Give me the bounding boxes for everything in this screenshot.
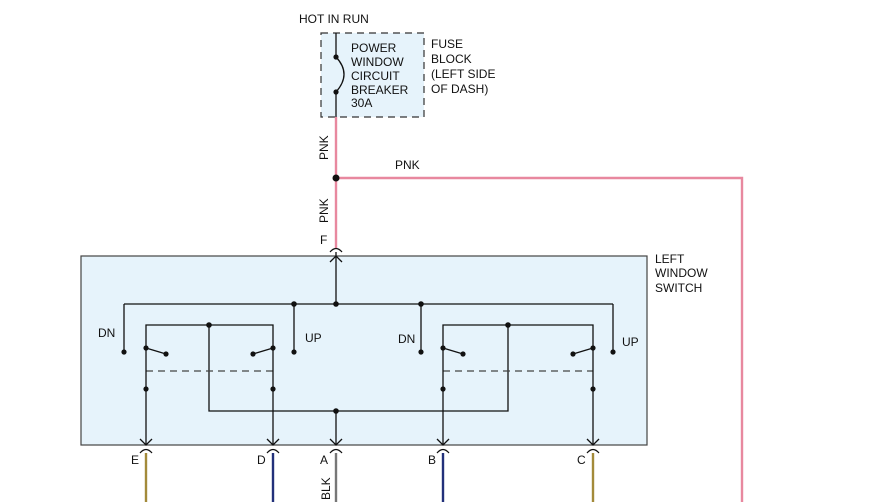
pin-f-label: F — [320, 233, 327, 247]
left-up-label: UP — [305, 331, 322, 345]
pnk-upper-label: PNK — [317, 135, 331, 160]
breaker-line-3: CIRCUIT — [351, 69, 400, 83]
switch-e-contact — [163, 351, 169, 357]
pin-d-connector — [266, 448, 280, 454]
right-dn-label: DN — [398, 332, 415, 346]
switch-e-blade — [145, 347, 167, 355]
switch-c-blade — [572, 347, 594, 355]
pin-b-label: B — [428, 453, 436, 467]
switch-b-contact — [460, 351, 466, 357]
splice-dot — [332, 174, 340, 182]
right-up-label: UP — [622, 335, 639, 349]
switch-title-line-1: LEFT — [655, 252, 685, 266]
fuse-block-line-3: (LEFT SIDE — [431, 67, 495, 81]
switch-b-blade — [442, 347, 464, 355]
pin-e-label: E — [131, 453, 139, 467]
pin-e-connector — [139, 448, 153, 454]
breaker-line-4: BREAKER — [351, 83, 409, 97]
circuit-breaker-box — [320, 32, 425, 118]
pnk-wire-branch — [336, 176, 744, 502]
arrow-b — [436, 438, 450, 446]
output-d-node — [270, 386, 276, 392]
pin-b-connector — [436, 448, 450, 454]
fuse-block-line-4: OF DASH) — [431, 82, 488, 96]
breaker-line-5: 30A — [351, 96, 372, 110]
blk-label: BLK — [319, 477, 333, 500]
ground-loop — [208, 325, 509, 412]
pin-c-connector — [586, 448, 600, 454]
pin-c-label: C — [577, 453, 586, 467]
breaker-line-2: WINDOW — [351, 55, 404, 69]
hot-in-run-label: HOT IN RUN — [299, 12, 369, 26]
breaker-element — [335, 56, 345, 93]
output-c-node — [590, 386, 596, 392]
pin-f-connector — [329, 247, 343, 253]
fuse-block-line-2: BLOCK — [431, 52, 472, 66]
switch-d-contact — [250, 351, 256, 357]
left-dn-label: DN — [98, 326, 115, 340]
pnk-lower-label: PNK — [317, 198, 331, 223]
bus-node-2 — [333, 301, 339, 307]
switch-c-contact — [570, 351, 576, 357]
left-up-contact — [291, 349, 297, 355]
switch-title-line-2: WINDOW — [655, 266, 708, 280]
fuse-block-line-1: FUSE — [431, 37, 463, 51]
output-e-node — [143, 386, 149, 392]
right-dn-contact — [418, 349, 424, 355]
pin-a-connector — [329, 448, 343, 454]
output-b-node — [440, 386, 446, 392]
switch-title-line-3: SWITCH — [655, 281, 702, 295]
switch-d-blade — [252, 347, 274, 355]
arrow-a — [329, 438, 343, 446]
arrow-d — [266, 438, 280, 446]
pin-a-label: A — [320, 453, 328, 467]
arrow-c — [586, 438, 600, 446]
feed-arrow — [329, 255, 343, 263]
pin-d-label: D — [257, 453, 266, 467]
left-window-switch-box — [80, 255, 648, 446]
arrow-e — [139, 438, 153, 446]
left-dn-contact — [121, 349, 127, 355]
breaker-line-1: POWER — [351, 41, 397, 55]
right-inner-bus — [442, 324, 594, 346]
pnk-branch-label: PNK — [395, 158, 420, 172]
right-up-contact — [610, 349, 616, 355]
